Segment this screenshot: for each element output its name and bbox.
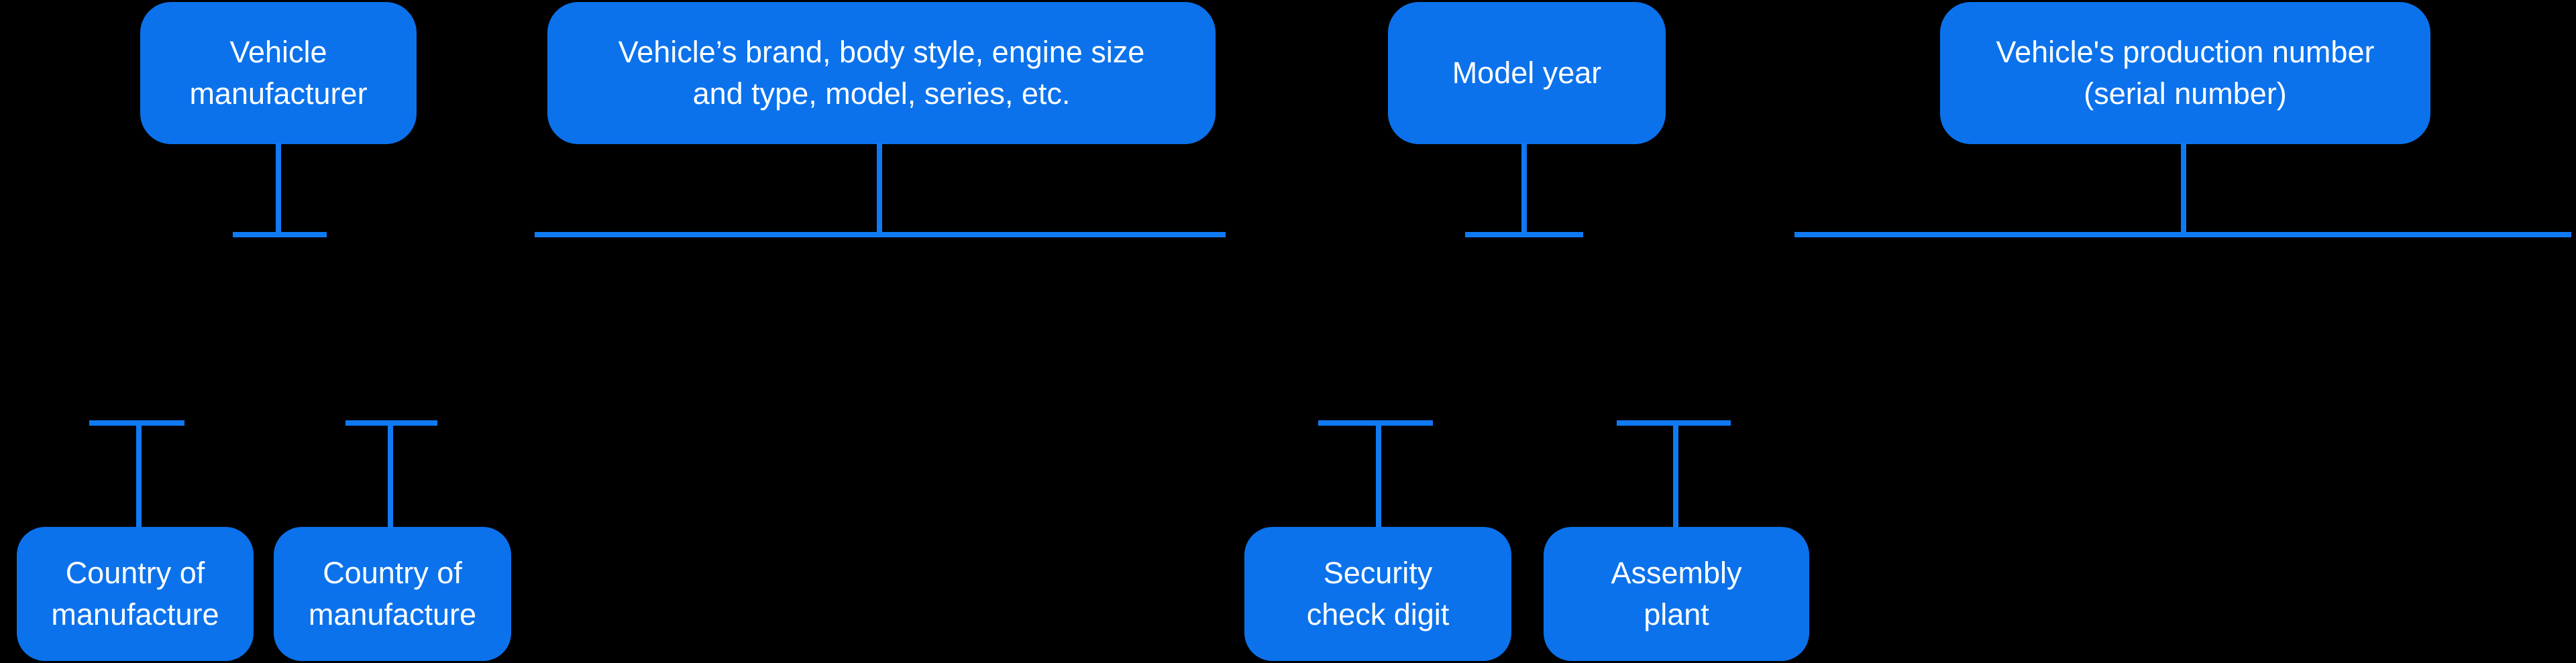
node-production-number: Vehicle's production number (serial numb… [1940, 2, 2430, 144]
node-label-line: Security [1323, 556, 1433, 590]
node-label-line: Model year [1452, 56, 1602, 90]
node-label-line: Vehicle [229, 35, 327, 69]
node-vehicle-manufacturer: Vehicle manufacturer [140, 2, 417, 144]
connector-vehicle-manufacturer-bar [233, 232, 327, 237]
node-label-line: manufacture [51, 597, 219, 631]
connector-vehicle-details-bar [535, 232, 1226, 237]
connector-model-year-bar [1465, 232, 1583, 237]
node-label-line: Vehicle’s brand, body style, engine size [618, 35, 1145, 69]
node-label-line: Country of [323, 556, 462, 590]
node-assembly-plant: Assembly plant [1544, 527, 1809, 661]
node-label-line: Assembly [1611, 556, 1742, 590]
node-label-line: Country of [65, 556, 205, 590]
node-label-line: manufacturer [189, 76, 368, 111]
connector-security-check-digit-stem [1376, 420, 1381, 527]
node-label-line: Vehicle's production number [1996, 35, 2375, 69]
node-label-line: (serial number) [2084, 76, 2287, 111]
node-label-line: plant [1644, 597, 1709, 631]
node-label-line: and type, model, series, etc. [692, 76, 1071, 111]
node-vehicle-details: Vehicle’s brand, body style, engine size… [547, 2, 1216, 144]
connector-production-number-stem [2181, 143, 2186, 237]
connector-model-year-stem [1521, 143, 1527, 237]
connector-vehicle-details-stem [877, 143, 882, 237]
connector-country-of-manufacture-2-stem [388, 420, 393, 527]
connector-country-of-manufacture-1-stem [136, 420, 142, 527]
node-label-line: manufacture [308, 597, 477, 631]
node-country-of-manufacture-2: Country of manufacture [274, 527, 511, 661]
node-security-check-digit: Security check digit [1244, 527, 1511, 661]
node-model-year: Model year [1388, 2, 1666, 144]
connector-vehicle-manufacturer-stem [276, 143, 281, 237]
node-label-line: check digit [1306, 597, 1450, 631]
node-country-of-manufacture-1: Country of manufacture [17, 527, 254, 661]
connector-production-number-bar [1794, 232, 2571, 237]
connector-security-check-digit-bar [1318, 420, 1433, 426]
connector-assembly-plant-stem [1673, 420, 1678, 527]
